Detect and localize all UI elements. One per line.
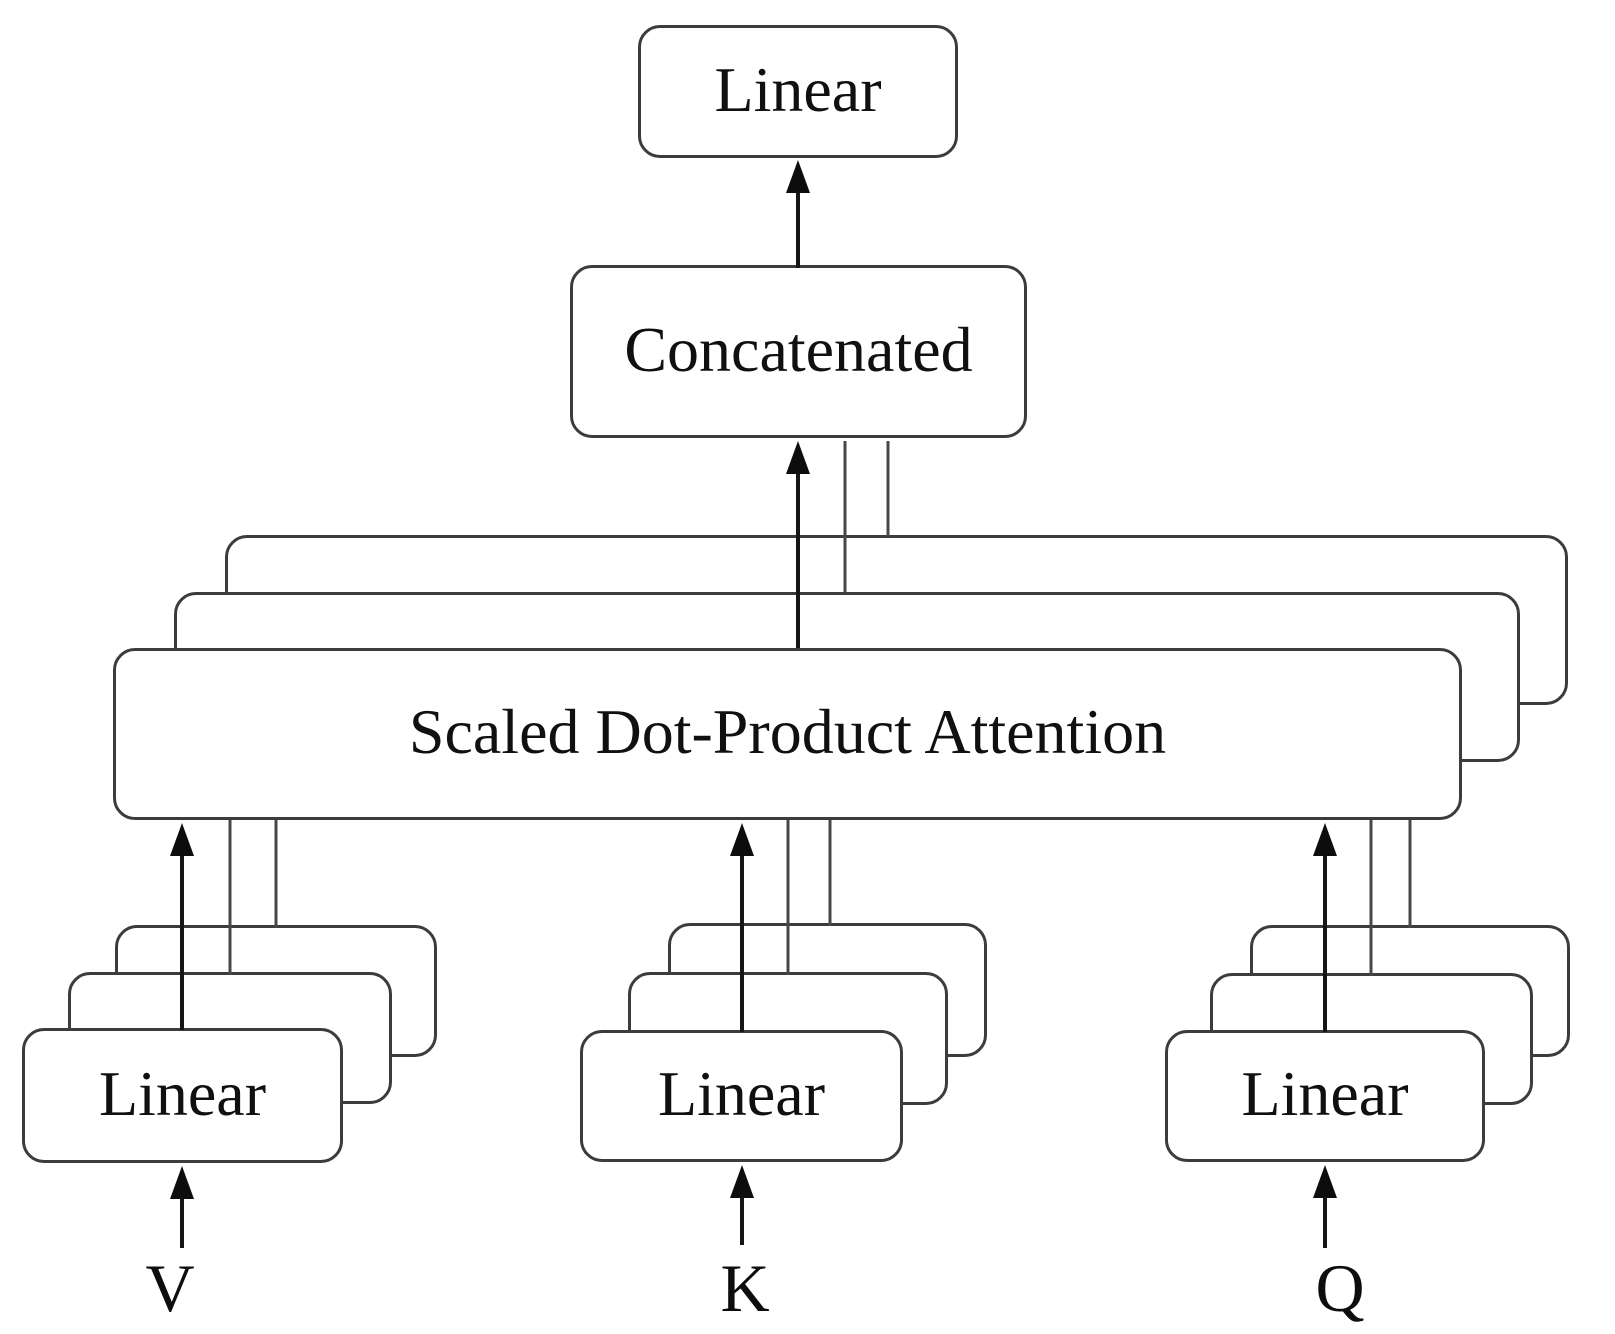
- attention-to-concat-arrowhead-icon: [786, 441, 810, 474]
- v-linear-to-attention-arrowhead-icon: [170, 823, 194, 856]
- k-input-arrow-shaft: [740, 1191, 744, 1245]
- concatenated-box: Concatenated: [570, 265, 1027, 438]
- concat-to-output-arrowhead-icon: [786, 160, 810, 193]
- v-linear-to-attention-arrow-shaft: [180, 849, 184, 1030]
- attention-layer-3-to-concat-line: [886, 441, 890, 537]
- output-linear-box-label: Linear: [714, 53, 882, 125]
- attention-to-concat-arrow-shaft: [796, 467, 800, 648]
- v-linear-box: Linear: [22, 1028, 343, 1163]
- v-input-label: V: [145, 1250, 195, 1326]
- v-layer-3-to-attention-line: [274, 820, 278, 928]
- q-input-label: Q: [1315, 1250, 1365, 1326]
- q-layer-3-to-attention-line: [1408, 820, 1412, 928]
- v-layer-2-to-attention-line: [228, 820, 232, 975]
- k-layer-2-to-attention-line: [786, 820, 790, 975]
- q-layer-2-to-attention-line: [1369, 820, 1373, 976]
- concat-to-output-arrow-shaft: [796, 186, 800, 268]
- k-linear-box: Linear: [580, 1030, 903, 1162]
- v-input-arrowhead-icon: [170, 1166, 194, 1199]
- q-input-arrow-shaft: [1323, 1191, 1327, 1248]
- v-linear-box-label: Linear: [99, 1057, 266, 1129]
- q-linear-to-attention-arrowhead-icon: [1313, 823, 1337, 856]
- k-linear-to-attention-arrow-shaft: [740, 849, 744, 1032]
- scaled-dot-product-attention-box: Scaled Dot-Product Attention: [113, 648, 1462, 820]
- q-linear-box: Linear: [1165, 1030, 1485, 1162]
- v-input-arrow-shaft: [180, 1192, 184, 1248]
- k-input-arrowhead-icon: [730, 1165, 754, 1198]
- q-input-arrowhead-icon: [1313, 1165, 1337, 1198]
- output-linear-box: Linear: [638, 25, 958, 158]
- k-linear-to-attention-arrowhead-icon: [730, 823, 754, 856]
- attention-box-label: Scaled Dot-Product Attention: [408, 696, 1167, 767]
- k-layer-3-to-attention-line: [828, 820, 832, 926]
- k-linear-box-label: Linear: [658, 1058, 825, 1129]
- q-linear-to-attention-arrow-shaft: [1323, 849, 1327, 1032]
- q-linear-box-label: Linear: [1241, 1058, 1409, 1129]
- concatenated-box-label: Concatenated: [624, 313, 973, 385]
- k-input-label: K: [720, 1250, 770, 1326]
- attention-layer-2-to-concat-line: [843, 441, 847, 592]
